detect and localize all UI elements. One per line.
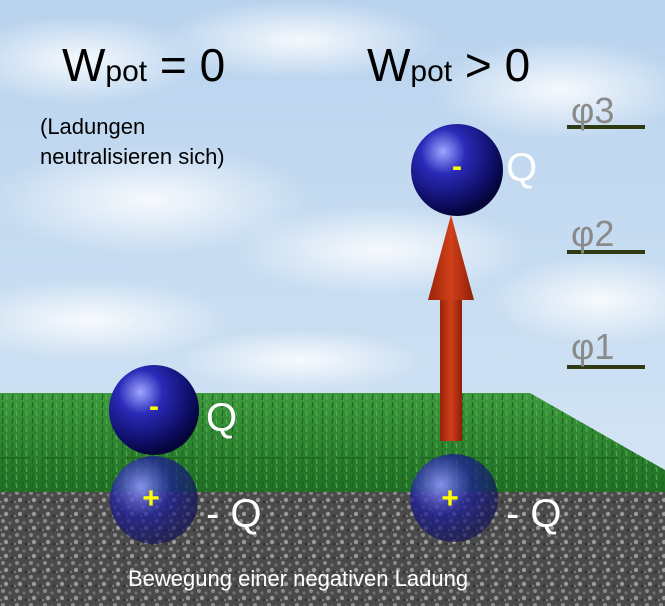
q-label-raised: Q — [506, 146, 538, 190]
phi1-label: φ1 — [571, 326, 615, 367]
left-heading: Wpot = 0 — [62, 38, 225, 92]
mirror-q-label-right: - Q — [506, 492, 562, 536]
charge-sphere-raised — [411, 124, 503, 216]
minus-sign-left: - — [149, 390, 159, 423]
minus-sign-raised: - — [452, 150, 462, 183]
q-label-left: Q — [206, 396, 238, 440]
note-line-1: (Ladungen — [40, 114, 146, 139]
charge-sphere-left — [109, 365, 199, 455]
plus-sign-right: + — [441, 482, 459, 515]
right-heading-main: W — [367, 39, 411, 91]
movement-arrow — [428, 215, 474, 441]
phi2-label: φ2 — [571, 213, 615, 254]
caption: Bewegung einer negativen Ladung — [128, 566, 469, 591]
mirror-q-label-left: - Q — [206, 492, 262, 536]
plus-sign-left: + — [142, 482, 160, 515]
right-heading-rest: > 0 — [452, 39, 531, 91]
phi1-line — [567, 365, 645, 369]
neutralize-note: (Ladungen neutralisieren sich) — [40, 112, 225, 172]
left-heading-main: W — [62, 39, 106, 91]
left-heading-sub: pot — [105, 55, 148, 88]
right-heading: Wpot > 0 — [367, 38, 530, 92]
note-line-2: neutralisieren sich) — [40, 144, 225, 169]
phi3-label: φ3 — [571, 90, 615, 131]
potential-lines — [567, 125, 645, 369]
phi2-line — [567, 250, 645, 254]
mirror-charge-left — [110, 456, 198, 544]
left-heading-rest: = 0 — [147, 39, 226, 91]
mirror-charge-right — [410, 454, 498, 542]
ground — [0, 492, 665, 606]
phi3-line — [567, 125, 645, 129]
right-heading-sub: pot — [410, 55, 453, 88]
